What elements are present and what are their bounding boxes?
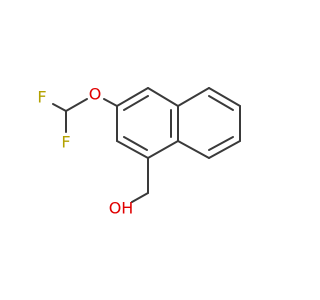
molecule-diagram: F F O OH [37,85,241,218]
bond-ring-b-5 [177,140,210,159]
oxygen-ether: O [89,85,102,104]
bond-ring-b-4-inner [208,136,234,151]
bond-ring-b-2 [208,87,241,107]
atom-label-f-upper: F [37,88,46,107]
bonds [52,87,241,203]
bond-o-ring [103,98,118,107]
bond-ring-a-2 [147,87,179,107]
bond-ring-a-5 [116,140,149,159]
atom-labels: F F O OH [37,85,133,218]
bond-cf-upper [52,103,67,112]
fluorine-upper: F [37,88,46,107]
bond-ring-a-1 [116,87,149,107]
bond-ch2-oh [131,192,149,203]
bond-c-o-ether [65,98,88,112]
atom-label-f-lower: F [61,133,70,152]
bond-ring-a-4 [147,140,179,159]
fluorine-lower: F [61,133,70,152]
bond-ring-b-4 [208,140,241,159]
bond-ring-a-1-inner [123,95,149,111]
bond-ring-b-2-inner [208,95,234,111]
bond-ring-a-5-inner [123,136,148,151]
atom-label-o-ether: O [89,85,102,104]
bond-ring-b-1 [177,87,210,107]
hydroxyl: OH [109,199,134,218]
atom-label-oh: OH [109,199,134,218]
